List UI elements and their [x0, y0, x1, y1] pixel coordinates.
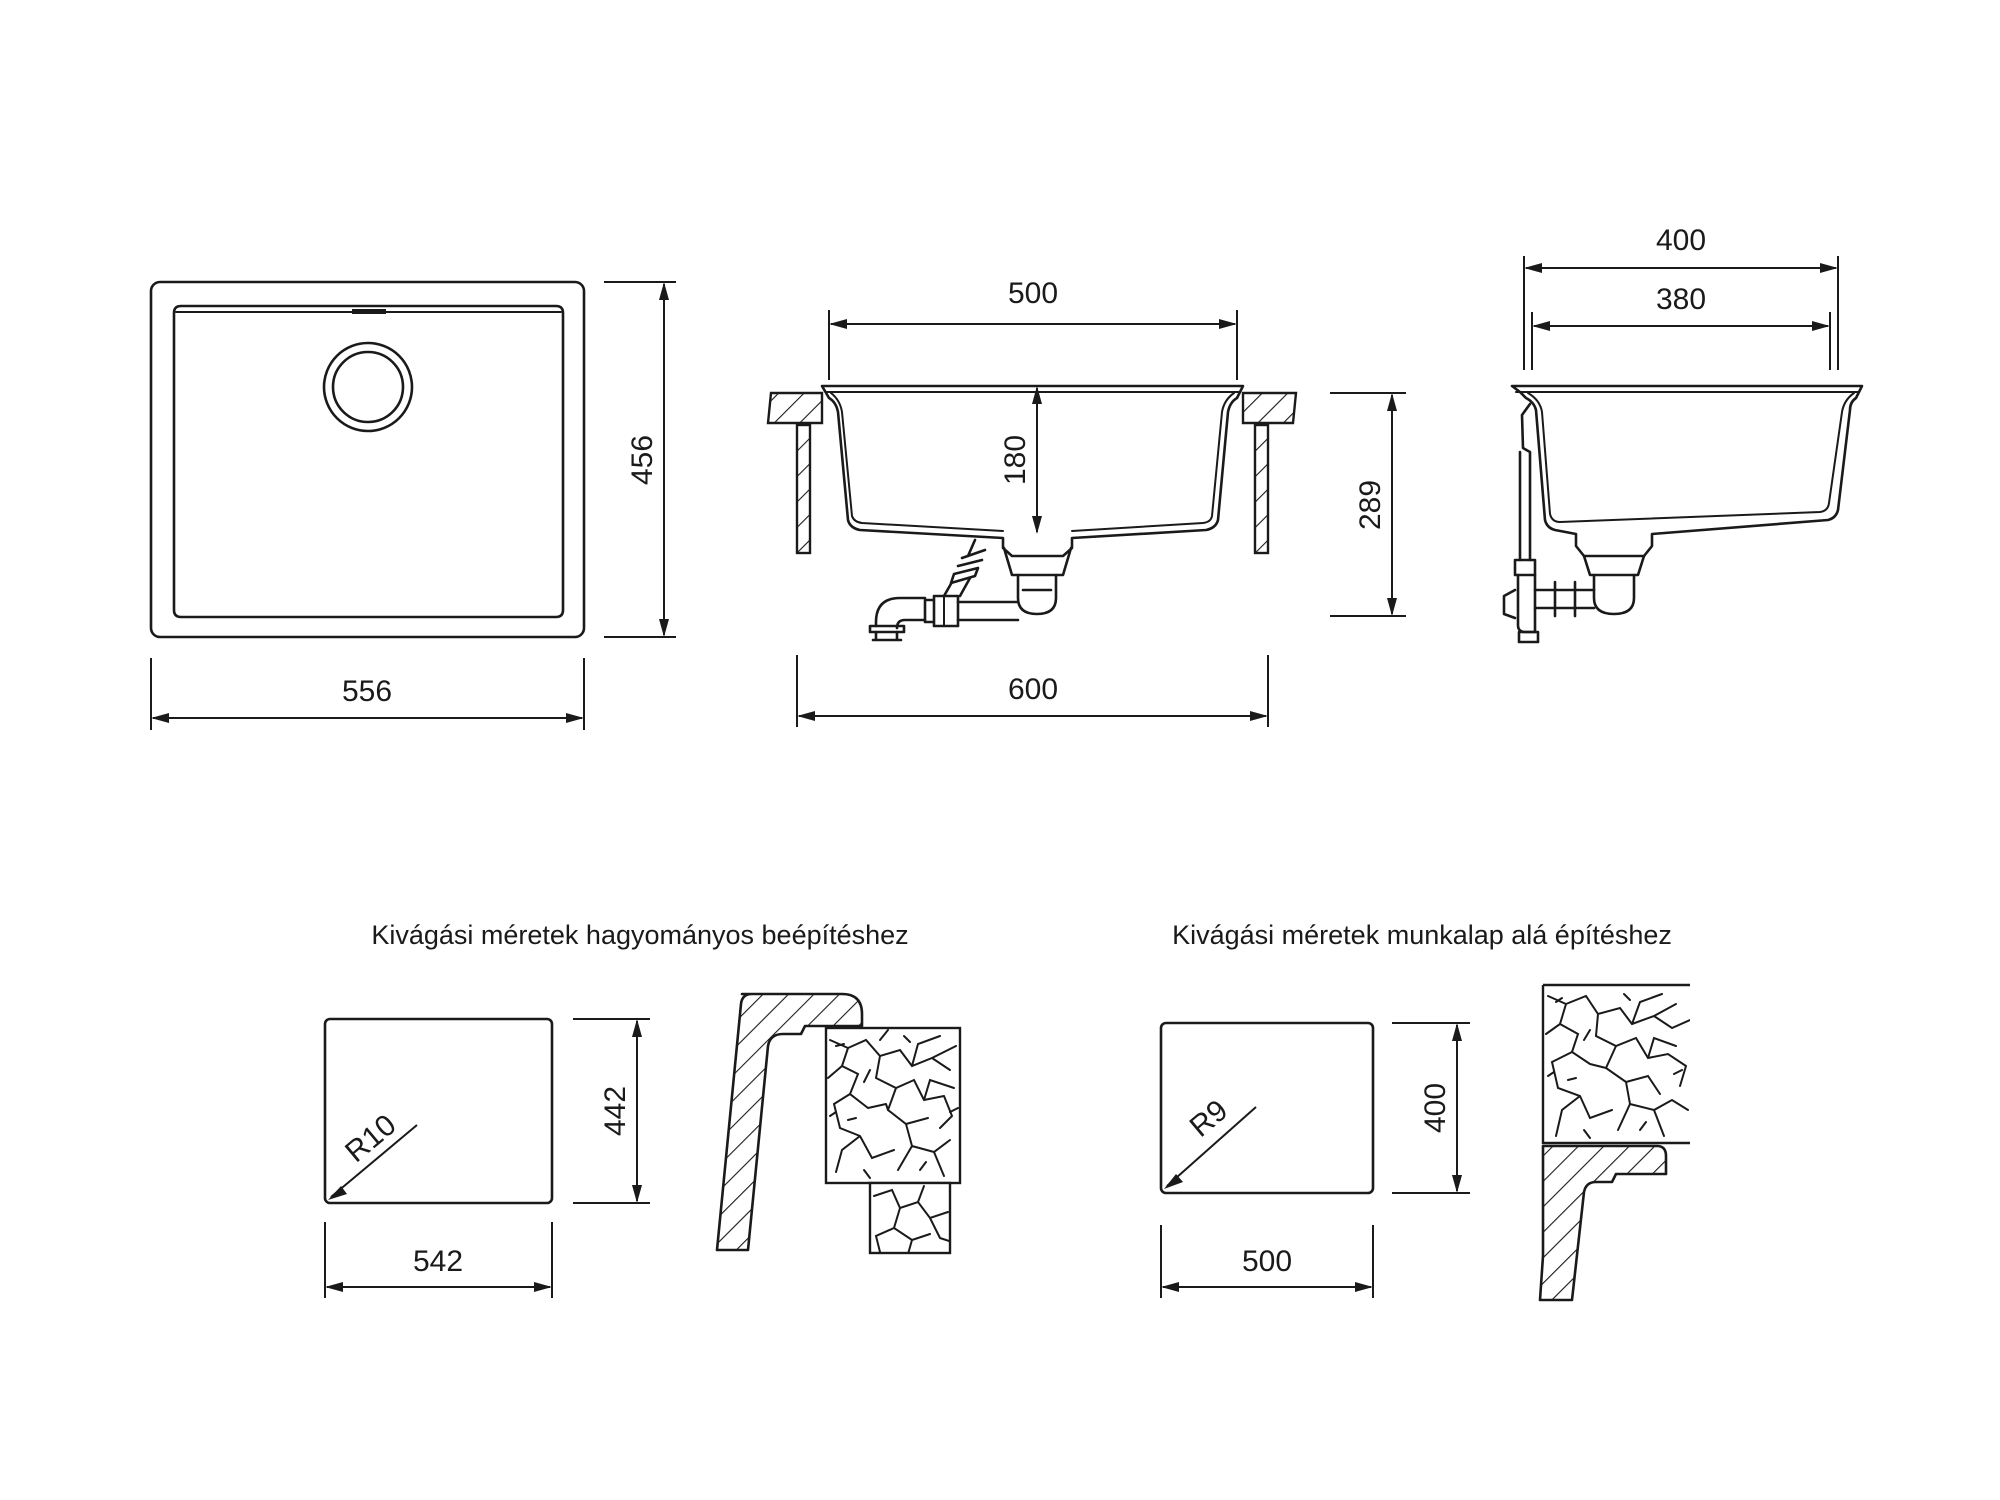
drain-trap-bowl [1016, 573, 1058, 616]
stone-texture-1 [827, 1029, 959, 1179]
side-view: 400 380 [1502, 224, 1864, 644]
cutout-undermount-radius-label: R9 [1184, 1094, 1235, 1144]
front-view: 180 500 600 289 [766, 277, 1406, 727]
waste-pipe [923, 594, 960, 628]
front-depth-label: 180 [999, 435, 1032, 485]
sink-basin-outline [172, 304, 565, 619]
drain-hole-inner [331, 350, 405, 424]
side-outer-width-label: 400 [1656, 224, 1706, 257]
sink-outer-outline [149, 280, 586, 639]
stone-texture-2 [873, 1185, 950, 1253]
cutout-standard: Kivágási méretek hagyományos beépítéshez… [323, 920, 962, 1298]
side-overflow-pipe [1518, 402, 1532, 562]
standard-cabinet-wall [868, 1181, 952, 1255]
cutout-undermount-rect [1159, 1021, 1375, 1195]
cutout-standard-height-label: 442 [599, 1086, 632, 1136]
standard-counter-stone [824, 1026, 962, 1185]
trap-elbow [874, 596, 927, 630]
undermount-counter-stone [1541, 983, 1690, 1145]
cabinet-wall-right [1253, 423, 1270, 555]
front-outer-width-label: 600 [1008, 673, 1058, 706]
cutout-undermount: Kivágási méretek munkalap alá építéshez … [1159, 920, 1690, 1302]
drain-hole-outer [322, 341, 414, 433]
top-view: 456 556 [149, 280, 676, 730]
cutout-undermount-caption: Kivágási méretek munkalap alá építéshez [1172, 920, 1672, 950]
cutout-standard-width-label: 542 [413, 1245, 463, 1278]
sink-profile-outer [820, 384, 1245, 558]
counter-slab-right [1241, 391, 1298, 425]
side-inner-width-label: 380 [1656, 283, 1706, 316]
stone-texture-3 [1545, 993, 1690, 1139]
overflow-slot [352, 309, 386, 314]
cutout-standard-rect [323, 1017, 554, 1205]
cutout-undermount-width-label: 500 [1242, 1245, 1292, 1278]
top-view-width-label: 556 [342, 675, 392, 708]
front-inner-width-label: 500 [1008, 277, 1058, 310]
cutout-standard-radius-label: R10 [339, 1108, 402, 1169]
cutout-standard-caption: Kivágási méretek hagyományos beépítéshez [371, 920, 908, 950]
undermount-sink-rim-section [1538, 1144, 1668, 1302]
overflow-pipe [949, 538, 987, 585]
cabinet-wall-left [795, 423, 812, 555]
side-sink-profile-outer [1510, 384, 1864, 558]
top-view-height-label: 456 [626, 435, 659, 485]
front-height-label: 289 [1354, 480, 1387, 530]
cutout-undermount-height-label: 400 [1419, 1083, 1452, 1133]
sink-profile-inner [830, 392, 1004, 532]
drain-body [1002, 546, 1073, 577]
standard-sink-rim-section [715, 992, 864, 1252]
counter-slab-left [766, 391, 824, 425]
